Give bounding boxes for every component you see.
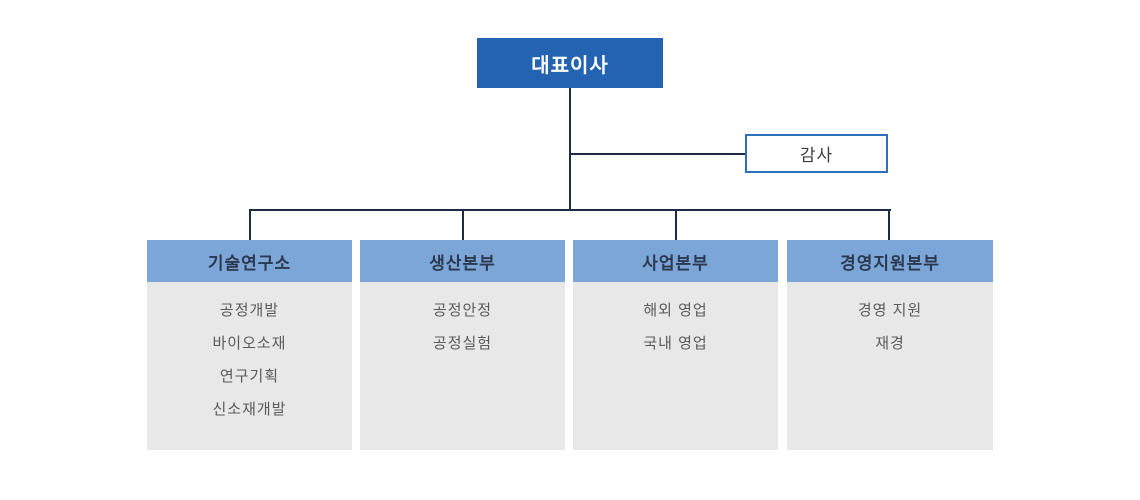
ceo-label: 대표이사: [531, 54, 609, 77]
team-item: 바이오소재: [212, 335, 287, 352]
auditor-box: 감사: [745, 134, 888, 173]
dept-name: 경영지원본부: [840, 253, 940, 273]
dept-column-tech-research: 기술연구소 공정개발 바이오소재 연구기획 신소재개발: [147, 240, 352, 450]
connector-drop-dept-1: [249, 209, 251, 240]
dept-name: 기술연구소: [207, 253, 292, 273]
dept-name: 사업본부: [642, 253, 709, 273]
team-item: 국내 영업: [643, 335, 708, 352]
dept-body: 해외 영업 국내 영업: [573, 282, 778, 450]
connector-drop-dept-2: [462, 209, 464, 240]
connector-drop-dept-4: [888, 209, 890, 240]
team-item: 재경: [875, 335, 905, 352]
dept-header: 경영지원본부: [787, 240, 993, 282]
team-item: 신소재개발: [212, 401, 287, 418]
dept-name: 생산본부: [429, 253, 496, 273]
connector-main-horizontal: [249, 209, 891, 211]
dept-body: 공정개발 바이오소재 연구기획 신소재개발: [147, 282, 352, 450]
team-item: 해외 영업: [643, 302, 708, 319]
connector-auditor-horizontal: [570, 153, 745, 155]
dept-body: 공정안정 공정실험: [360, 282, 565, 450]
dept-header: 기술연구소: [147, 240, 352, 282]
team-item: 공정개발: [219, 302, 280, 319]
team-item: 연구기획: [219, 368, 280, 385]
dept-column-business: 사업본부 해외 영업 국내 영업: [573, 240, 778, 450]
dept-body: 경영 지원 재경: [787, 282, 993, 450]
dept-header: 생산본부: [360, 240, 565, 282]
connector-drop-dept-3: [675, 209, 677, 240]
auditor-label: 감사: [799, 146, 834, 165]
dept-column-management-support: 경영지원본부 경영 지원 재경: [787, 240, 993, 450]
team-item: 공정실험: [432, 335, 493, 352]
dept-header: 사업본부: [573, 240, 778, 282]
team-item: 공정안정: [432, 302, 493, 319]
connector-ceo-vertical: [569, 88, 571, 211]
dept-column-production: 생산본부 공정안정 공정실험: [360, 240, 565, 450]
team-item: 경영 지원: [857, 302, 923, 319]
ceo-box: 대표이사: [477, 38, 663, 88]
